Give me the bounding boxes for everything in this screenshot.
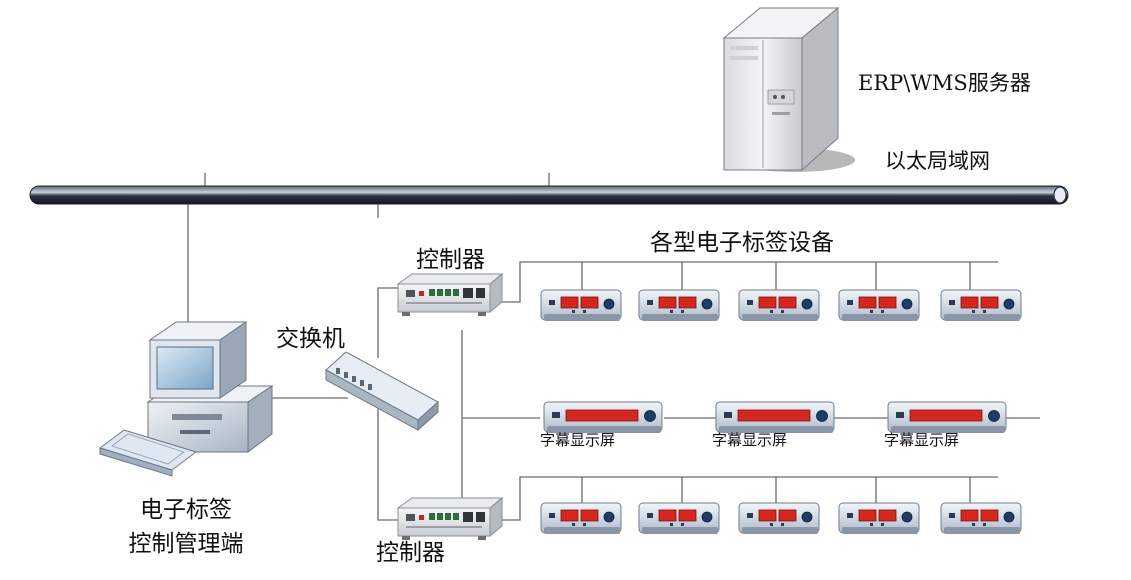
controller-top-icon [397,273,503,317]
server-icon [722,6,855,172]
ethernet-label: 以太局域网 [885,149,990,173]
subtitle-display-icon [887,401,1007,434]
ethernet-bus [29,185,1069,205]
subtitle-screen-label-1: 字幕显示屏 [540,431,615,449]
server-label: ERP\WMS服务器 [858,71,1031,95]
controller-bottom-label: 控制器 [376,540,445,566]
electronic-tag-icon [838,289,920,322]
electronic-tag-icon [940,502,1022,535]
subtitle-screen-label-2: 字幕显示屏 [712,431,787,449]
pc-label-line1: 电子标签 [140,497,232,523]
pc-label-line2: 控制管理端 [129,531,244,557]
electronic-tag-icon [738,502,820,535]
wiring [187,173,1040,521]
switch-label: 交换机 [276,326,345,352]
network-switch-icon [325,351,439,432]
tag-row-top [540,289,1022,322]
electronic-tag-icon [540,502,622,535]
electronic-tag-icon [540,289,622,322]
subtitle-display-icon [715,401,835,434]
marquee-row [543,401,1007,434]
tag-devices-label: 各型电子标签设备 [650,230,834,256]
electronic-tag-icon [838,502,920,535]
tag-row-bottom [540,502,1022,535]
subtitle-display-icon [543,401,663,434]
subtitle-screen-label-3: 字幕显示屏 [884,431,959,449]
controller-bottom-icon [397,497,503,541]
desktop-computer-icon [98,321,274,477]
electronic-tag-icon [638,502,720,535]
electronic-tag-icon [738,289,820,322]
electronic-tag-icon [940,289,1022,322]
electronic-tag-icon [638,289,720,322]
controller-top-label: 控制器 [416,247,485,273]
